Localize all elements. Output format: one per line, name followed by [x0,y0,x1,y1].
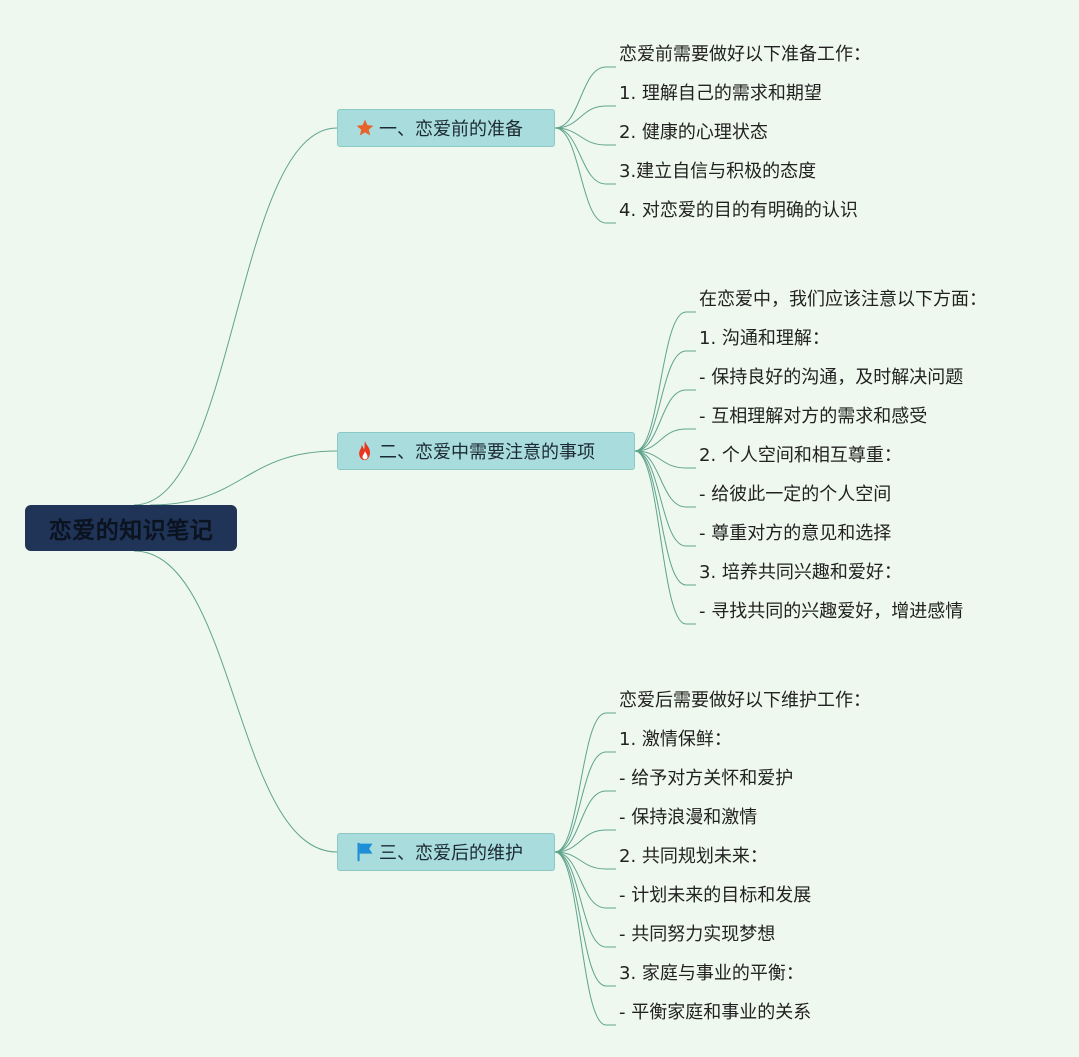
connector-branch-leaf [554,851,607,909]
connector-branch-leaf [634,311,687,452]
leaf-text: 恋爱后需要做好以下维护工作： [619,690,871,711]
leaf-text: 2. 个人空间和相互尊重： [699,445,902,466]
connector-branch-leaf [554,851,607,948]
root-node[interactable]: 恋爱的知识笔记 [25,505,237,551]
leaf-text: 1. 理解自己的需求和期望 [619,83,822,104]
star-icon [354,117,376,139]
connector-root-branch [133,550,338,853]
connector-branch-leaf [554,127,607,224]
connector-root-branch [149,450,338,506]
branch-label: 一、恋爱前的准备 [379,119,523,140]
connector-branch-leaf [554,751,607,853]
leaf-text: - 尊重对方的意见和选择 [699,523,892,544]
connector-branch-leaf [554,66,607,129]
leaf-text: 2. 健康的心理状态 [619,122,768,143]
leaf-text: - 互相理解对方的需求和感受 [699,406,928,427]
leaf-text: - 寻找共同的兴趣爱好，增进感情 [699,601,964,622]
branch-node-during[interactable]: 二、恋爱中需要注意的事项 [337,432,635,470]
connector-branch-leaf [634,450,687,469]
connector-branch-leaf [634,450,687,547]
leaf-text: 2. 共同规划未来： [619,846,768,867]
connector-branch-leaf [634,450,687,586]
connector-branch-leaf [634,450,687,508]
connector-branch-leaf [554,851,607,870]
connector-root-branch [133,127,338,506]
connector-branch-leaf [554,790,607,853]
leaf-text: - 保持良好的沟通，及时解决问题 [699,367,964,388]
connector-branch-leaf [554,127,607,146]
leaf-text: - 给予对方关怀和爱护 [619,768,794,789]
connector-branch-leaf [554,105,607,129]
branch-label: 二、恋爱中需要注意的事项 [379,442,595,463]
fire-icon [354,440,376,462]
connector-branch-leaf [554,851,607,987]
leaf-text: 4. 对恋爱的目的有明确的认识 [619,200,858,221]
leaf-text: - 平衡家庭和事业的关系 [619,1002,812,1023]
leaf-text: 3. 家庭与事业的平衡： [619,963,804,984]
leaf-text: - 计划未来的目标和发展 [619,885,812,906]
leaf-text: 1. 沟通和理解： [699,328,830,349]
connector-branch-leaf [634,450,687,625]
branch-label: 三、恋爱后的维护 [379,843,523,864]
leaf-text: 在恋爱中，我们应该注意以下方面： [699,289,987,310]
connector-branch-leaf [554,127,607,185]
connector-branch-leaf [554,712,607,853]
branch-node-preparation[interactable]: 一、恋爱前的准备 [337,109,555,147]
leaf-text: - 共同努力实现梦想 [619,924,776,945]
branch-node-maintenance[interactable]: 三、恋爱后的维护 [337,833,555,871]
connector-branch-leaf [634,389,687,452]
connector-branch-leaf [634,428,687,452]
leaf-text: 1. 激情保鲜： [619,729,732,750]
leaf-text: 3.建立自信与积极的态度 [619,161,817,182]
connector-branch-leaf [554,829,607,853]
connector-branch-leaf [634,350,687,452]
flag-icon [354,841,376,863]
leaf-text: 恋爱前需要做好以下准备工作： [619,44,871,65]
connector-branch-leaf [554,851,607,1026]
leaf-text: 3. 培养共同兴趣和爱好： [699,562,902,583]
leaf-text: - 给彼此一定的个人空间 [699,484,892,505]
root-title: 恋爱的知识笔记 [48,518,214,544]
leaf-text: - 保持浪漫和激情 [619,807,758,828]
